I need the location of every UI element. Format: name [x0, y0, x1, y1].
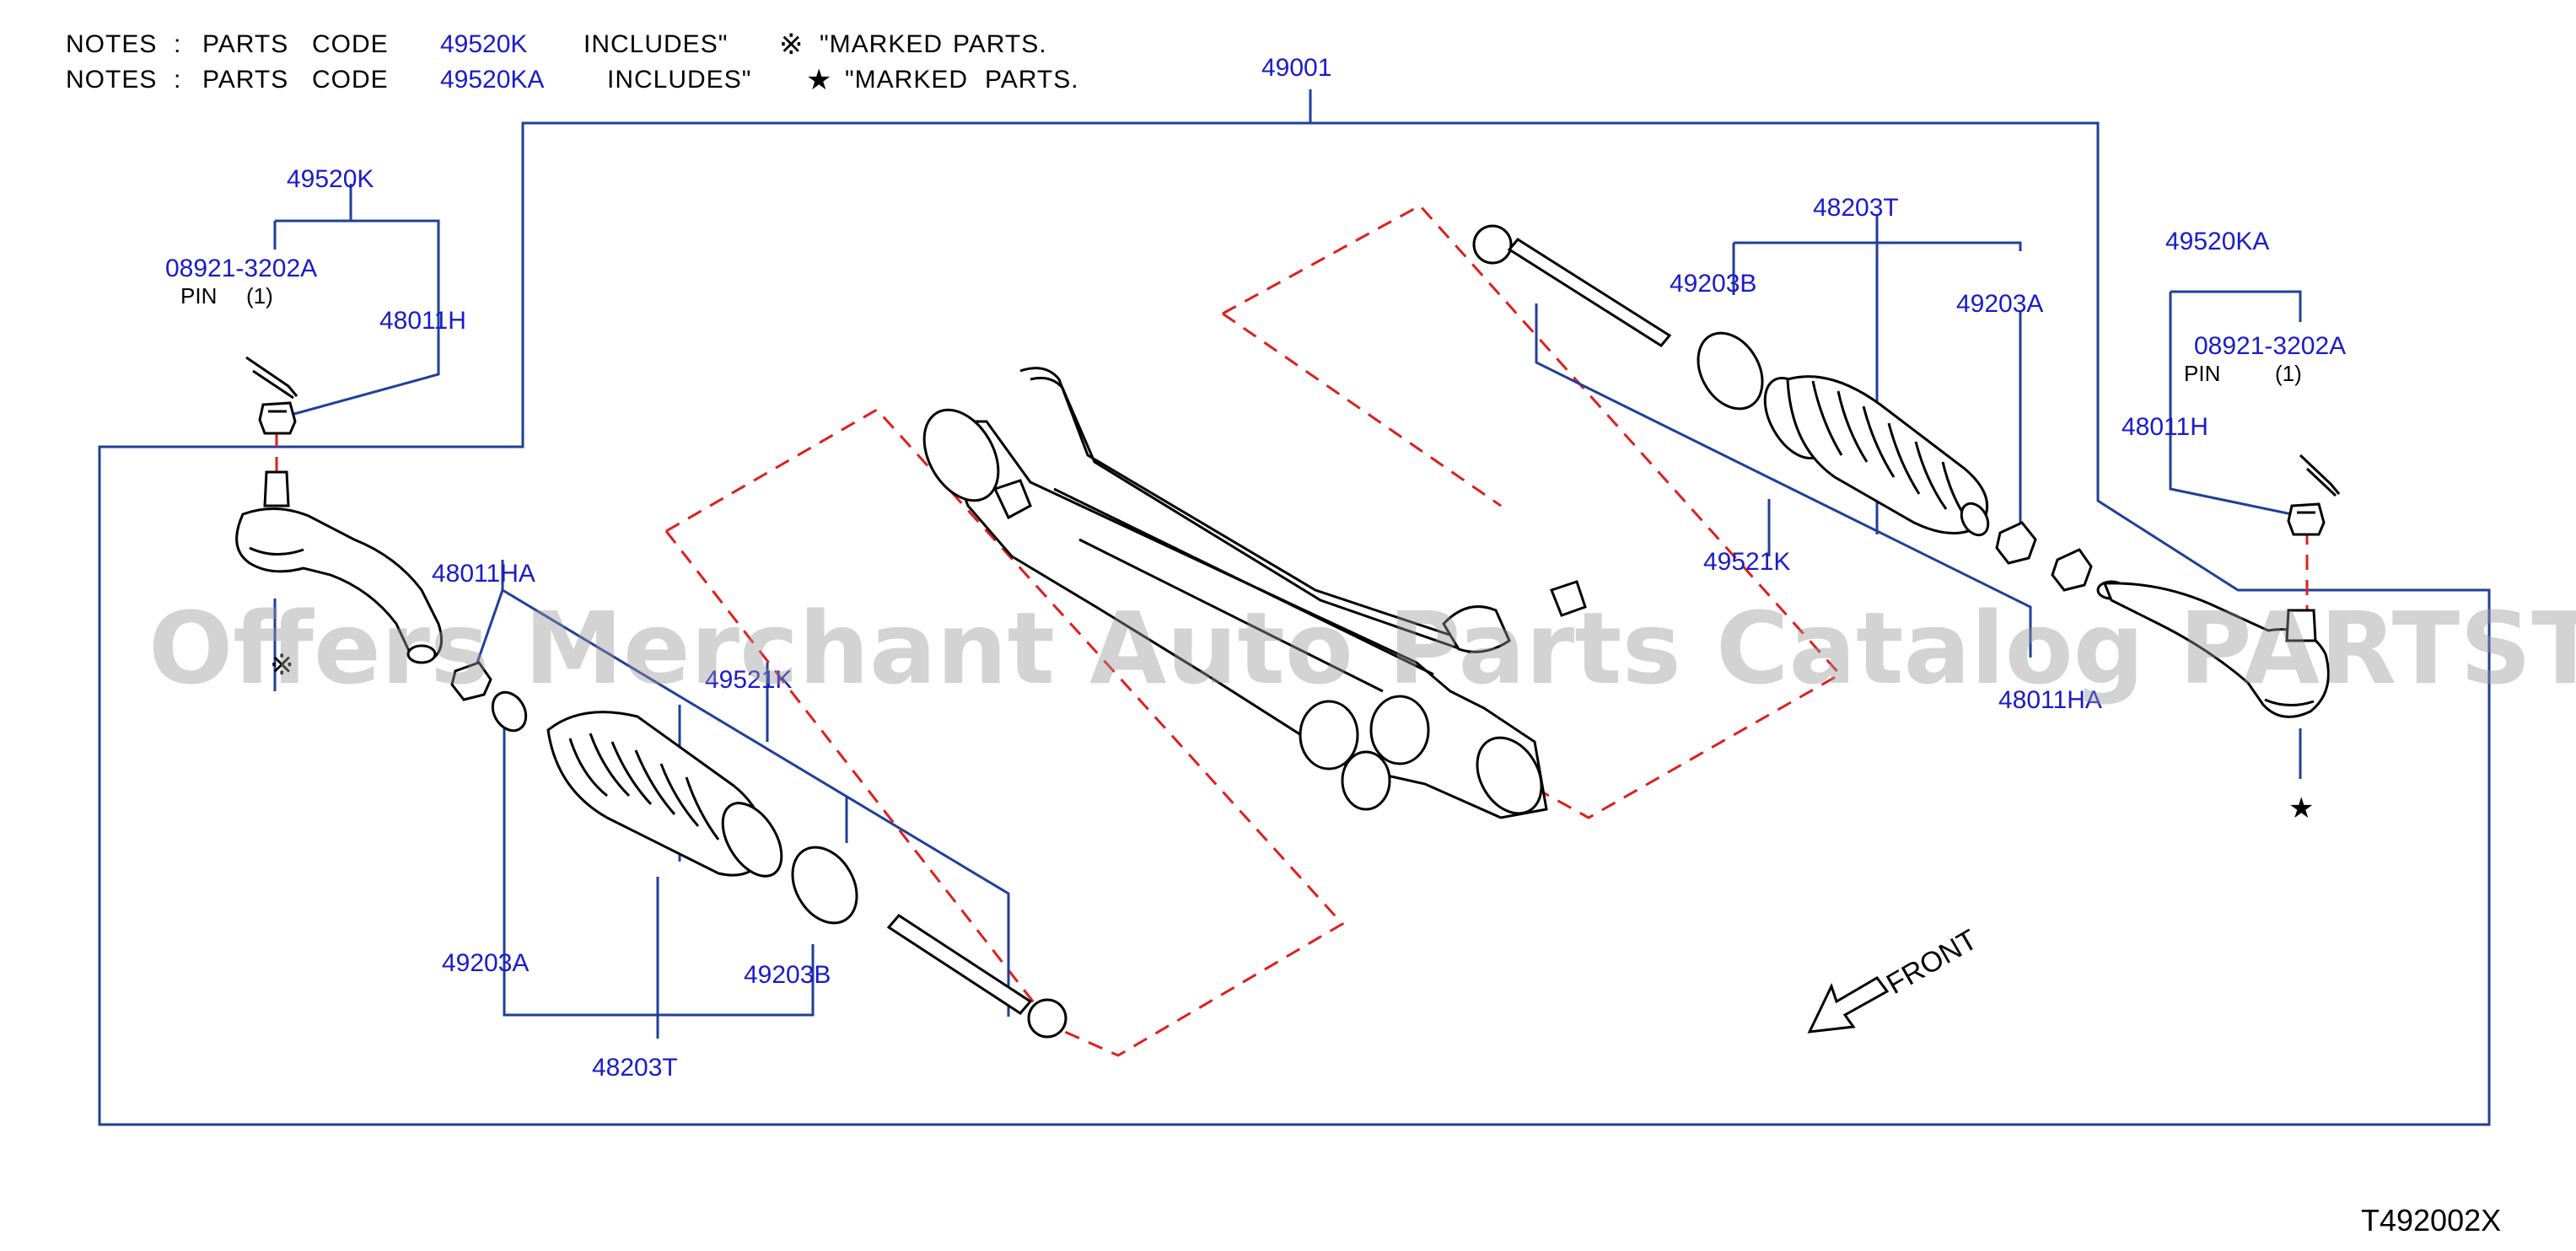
- left-pin-qty: (1): [246, 283, 273, 309]
- callout-right-49203B[interactable]: 49203B: [1670, 270, 1756, 298]
- note-1-sep: :: [174, 30, 181, 58]
- note-2-parts: PARTS: [202, 66, 288, 94]
- callout-left-49521K[interactable]: 49521K: [705, 666, 792, 694]
- right-pin-qty: (1): [2275, 361, 2302, 386]
- assembly-frame: [98, 89, 2491, 1126]
- callout-left-48011H[interactable]: 48011H: [379, 307, 466, 335]
- steering-rack-icon: [922, 367, 1587, 819]
- right-pin-label: PIN: [2184, 361, 2220, 386]
- figure-id: T492002X: [2361, 1203, 2501, 1238]
- callout-left-49203A[interactable]: 49203A: [442, 949, 529, 977]
- left-inner-rod-icon: [886, 914, 1068, 1039]
- right-castle-nut-icon: [2287, 502, 2326, 536]
- note-1-part-code[interactable]: 49520K: [440, 30, 527, 58]
- left-castle-nut-icon: [258, 401, 297, 435]
- star-mark-symbol: ★: [806, 63, 831, 97]
- note-2-label: NOTES: [66, 66, 157, 94]
- note-2-part-code[interactable]: 49520KA: [440, 66, 544, 94]
- right-inner-group-outline: [1222, 204, 1842, 819]
- callout-49520KA[interactable]: 49520KA: [2165, 228, 2269, 255]
- callout-left-pin-08921-3202A[interactable]: 08921-3202A: [165, 255, 317, 282]
- callout-right-pin-08921-3202A[interactable]: 08921-3202A: [2194, 332, 2346, 360]
- right-large-clamp-icon: [1697, 331, 1764, 411]
- front-label: FRONT: [1881, 923, 1982, 1000]
- watermark-text: Offers Merchant Auto Parts Catalog PARTS…: [148, 590, 2576, 706]
- note-2-parts-word: PARTS.: [985, 66, 1079, 94]
- notes-block: NOTES : PARTS CODE 49520K INCLUDES" ※ "M…: [66, 28, 1079, 97]
- callout-left-48011HA[interactable]: 48011HA: [432, 560, 535, 588]
- right-inner-leaders: [1535, 214, 2032, 658]
- callout-49520K[interactable]: 49520K: [287, 165, 374, 193]
- left-lock-nut-icon: [450, 661, 492, 701]
- kome-mark-symbol: ※: [779, 28, 804, 62]
- note-1-label: NOTES: [66, 30, 157, 58]
- right-inner-rod-icon: [1472, 224, 1672, 347]
- note-2-sep: :: [174, 66, 181, 94]
- note-2-includes: INCLUDES": [607, 66, 751, 94]
- left-cotter-pin-icon: [245, 356, 298, 400]
- right-tie-rod-end-group: [2169, 290, 2302, 779]
- note-2-code-word: CODE: [312, 66, 389, 94]
- left-pin-label: PIN: [180, 283, 217, 309]
- left-kome-marker: ※: [270, 648, 294, 682]
- right-boot-icon: [1763, 375, 1990, 537]
- callout-49001[interactable]: 49001: [1261, 54, 1331, 82]
- left-inner-leaders: [476, 560, 1010, 1039]
- callout-right-48011H[interactable]: 48011H: [2122, 413, 2208, 441]
- callout-right-49521K[interactable]: 49521K: [1703, 548, 1790, 576]
- right-lock-nut-icon: [2051, 548, 2093, 592]
- callout-right-48011HA[interactable]: 48011HA: [1998, 686, 2102, 714]
- right-small-clamp-icon: [1995, 521, 2037, 565]
- note-1-includes: INCLUDES": [583, 30, 728, 58]
- note-1-marked: "MARKED: [820, 30, 943, 58]
- left-boot-icon: [546, 711, 783, 878]
- note-1-parts: PARTS: [202, 30, 288, 58]
- callout-right-48203T[interactable]: 48203T: [1813, 194, 1899, 222]
- left-large-clamp-icon: [791, 846, 858, 925]
- left-inner-group-outline: [664, 408, 1345, 1057]
- left-tie-rod-end-icon: [235, 470, 444, 664]
- right-tie-rod-end-icon: [2096, 580, 2330, 718]
- callout-left-49203B[interactable]: 49203B: [744, 961, 831, 989]
- front-direction-indicator: FRONT: [1807, 923, 1982, 1034]
- callout-right-49203A[interactable]: 49203A: [1956, 290, 2043, 318]
- left-tie-rod-end-group: [273, 184, 440, 691]
- right-star-marker: ★: [2288, 792, 2314, 825]
- note-2-marked: "MARKED: [845, 66, 968, 94]
- note-1-parts-word: PARTS.: [953, 30, 1047, 58]
- left-small-clamp-icon: [491, 690, 528, 733]
- note-1-code-word: CODE: [312, 30, 389, 58]
- callout-left-48203T[interactable]: 48203T: [592, 1054, 678, 1082]
- right-cotter-pin-icon: [2299, 454, 2341, 497]
- front-arrow-icon: [1807, 976, 1890, 1034]
